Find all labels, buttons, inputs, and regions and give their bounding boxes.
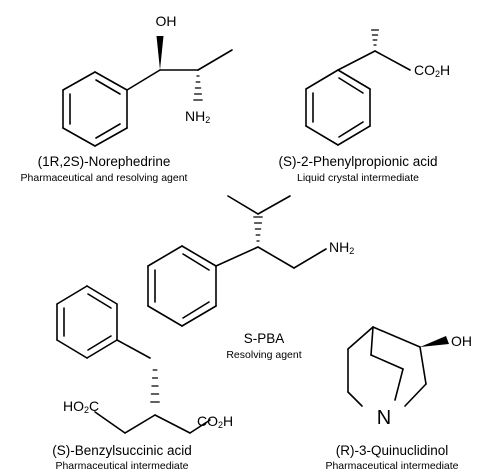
amine-label: NH2 — [185, 108, 210, 125]
compound-name-benzylsuccinic-acid: (S)-Benzylsuccinic acid — [52, 443, 192, 458]
carboxyl-label-right: CO2H — [197, 413, 233, 430]
nitrogen-label: N — [377, 407, 391, 429]
compound-description-phenylpropionic-acid: Liquid crystal intermediate — [297, 172, 419, 184]
compound-name-quinuclidinol: (R)-3-Quinuclidinol — [336, 443, 449, 458]
benzene-ring — [62, 71, 128, 147]
benzene-ring — [305, 69, 371, 146]
compound-description-benzylsuccinic-acid: Pharmaceutical intermediate — [55, 460, 188, 472]
wedge-bond — [420, 336, 449, 347]
compound-description-s-pba: Resolving agent — [226, 349, 301, 361]
structure-s-pba: NH2 — [147, 195, 354, 327]
wedge-bond — [156, 36, 164, 70]
benzene-ring — [147, 245, 217, 327]
hashed-wedge-bond — [150, 369, 160, 403]
structure-norephedrine: OH NH2 — [62, 13, 233, 147]
carboxyl-label: CO2H — [414, 62, 450, 79]
hydroxyl-label: OH — [156, 13, 177, 29]
structure-quinuclidinol: OH N — [347, 326, 472, 429]
carboxyl-label-left: HO2C — [63, 398, 99, 415]
compound-name-phenylpropionic-acid: (S)-2-Phenylpropionic acid — [278, 154, 437, 169]
compound-name-s-pba: S-PBA — [244, 331, 285, 346]
structure-benzylsuccinic-acid: HO2C CO2H — [56, 285, 233, 434]
hashed-wedge-bond — [193, 75, 203, 101]
amine-label: NH2 — [329, 239, 354, 256]
structure-phenylpropionic-acid: CO2H — [305, 29, 450, 146]
hashed-wedge-bond — [253, 216, 263, 242]
compound-description-quinuclidinol: Pharmaceutical intermediate — [325, 460, 458, 472]
compound-description-norephedrine: Pharmaceutical and resolving agent — [21, 172, 188, 184]
compound-name-norephedrine: (1R,2S)-Norephedrine — [38, 154, 171, 169]
hydroxyl-label: OH — [451, 333, 472, 349]
hashed-wedge-bond — [370, 29, 380, 46]
benzene-ring — [56, 285, 118, 359]
